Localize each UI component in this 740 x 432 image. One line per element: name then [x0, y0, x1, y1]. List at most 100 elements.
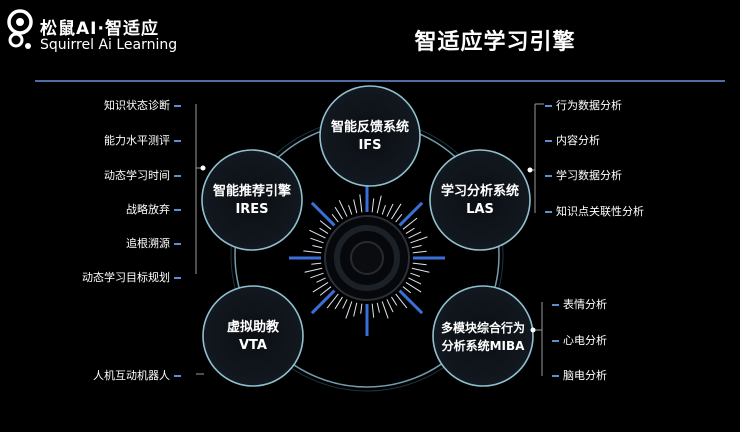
sunburst-ray [345, 301, 353, 319]
brand-logo: 松鼠AI·智适应 Squirrel Ai Learning [6, 8, 196, 60]
sunburst-ray [402, 217, 418, 230]
left-item-label: 战略放弃 [126, 203, 170, 216]
node-las-abbr: LAS [466, 202, 494, 217]
sunburst-ray [319, 286, 332, 296]
dash-icon [174, 105, 181, 107]
sunburst-ray [405, 282, 422, 293]
sunburst-ray [386, 299, 394, 313]
core-sunburst [289, 180, 445, 336]
dash-icon [545, 140, 552, 142]
sunburst-ray [395, 293, 408, 309]
core-ring-2 [334, 225, 400, 291]
node-miba-circle [432, 285, 534, 387]
node-las-circle [429, 149, 531, 251]
sunburst-ray [371, 198, 375, 213]
dash-icon [174, 375, 181, 377]
dash-icon [552, 340, 559, 342]
sunburst-ray [316, 277, 326, 283]
sunburst-ray [410, 236, 428, 244]
sunburst-ray [310, 289, 336, 315]
sunburst-ray [338, 200, 348, 217]
las-item: 学习数据分析 [541, 167, 622, 183]
las-item-label: 知识点关联性分析 [556, 205, 644, 218]
ring-dot [530, 327, 536, 333]
sunburst-ray [381, 301, 389, 319]
sunburst-ray [411, 245, 422, 249]
sunburst-ray [303, 250, 322, 254]
sunburst-ray [334, 206, 343, 220]
left-item: 动态学习目标规划 [82, 269, 185, 285]
sunburst-ray [310, 201, 336, 227]
miba-item-label: 表情分析 [563, 298, 607, 311]
sunburst-ray [386, 203, 394, 217]
vta-item: 人机互动机器人 [93, 367, 185, 383]
sunburst-ray [348, 204, 353, 215]
sunburst-ray [376, 302, 380, 313]
sunburst-ray [398, 201, 424, 227]
sunburst-ray [412, 250, 427, 254]
sunburst-ray [331, 213, 339, 223]
dash-icon [174, 209, 181, 211]
squirrel-logo-icon [7, 9, 33, 49]
node-ifs-circle [319, 85, 421, 187]
dash-icon [174, 243, 181, 245]
sunburst-ray [319, 227, 329, 234]
miba-item-label: 脑电分析 [563, 369, 607, 382]
node-ifs-name: 智能反馈系统 [330, 120, 409, 135]
miba-item-label: 心电分析 [563, 334, 607, 347]
las-item-label: 行为数据分析 [556, 99, 622, 112]
sunburst-ray [395, 213, 403, 223]
node-ifs-abbr: IFS [358, 138, 382, 153]
sunburst-ray [312, 282, 329, 293]
miba-item: 心电分析 [548, 332, 607, 348]
ring-dot [527, 167, 533, 173]
sunburst-ray [410, 272, 421, 277]
sunburst-ray [371, 303, 375, 318]
sunburst-ray [310, 272, 324, 279]
sunburst-ray [326, 293, 339, 309]
sunburst-ray [342, 299, 348, 309]
ring-dot [200, 165, 206, 171]
node-miba-name: 多模块综合行为 [440, 321, 525, 335]
sunburst-ray [376, 195, 382, 214]
node-vta: 虚拟助教 VTA [193, 319, 313, 355]
left-item: 知识状态诊断 [104, 97, 185, 113]
left-item-label: 动态学习时间 [104, 169, 170, 182]
las-item: 知识点关联性分析 [541, 203, 644, 219]
left-item: 追根溯源 [126, 235, 185, 251]
dash-icon [545, 211, 552, 213]
node-ires: 智能推荐引擎 IRES [192, 183, 312, 219]
sunburst-ray [304, 267, 323, 273]
sunburst-ray [353, 302, 358, 317]
sunburst-ray [405, 227, 415, 234]
sunburst-ray [391, 296, 398, 306]
sunburst-ray [391, 203, 402, 220]
dash-icon [552, 375, 559, 377]
dash-icon [174, 277, 181, 279]
node-vta-name: 虚拟助教 [226, 320, 279, 335]
left-item: 战略放弃 [126, 201, 185, 217]
sunburst-ray [412, 262, 427, 266]
left-item: 能力水平测评 [104, 132, 185, 148]
brand-name-cn: 松鼠AI·智适应 [40, 19, 159, 39]
sunburst-ray [359, 194, 363, 213]
sunburst-ray [353, 199, 358, 214]
node-vta-abbr: VTA [239, 338, 267, 353]
sunburst-ray [312, 245, 323, 249]
dash-icon [545, 105, 552, 107]
sunburst-ray [309, 229, 326, 239]
dash-icon [174, 140, 181, 142]
node-las-name: 学习分析系统 [440, 184, 519, 199]
node-vta-circle [202, 285, 304, 387]
node-ires-name: 智能推荐引擎 [212, 184, 291, 199]
sunburst-ray [402, 286, 412, 294]
left-item-label: 能力水平测评 [104, 134, 170, 147]
node-miba: 多模块综合行为 分析系统MIBA [423, 319, 543, 355]
sunburst-ray [360, 303, 363, 314]
las-item: 行为数据分析 [541, 97, 622, 113]
las-item-label: 内容分析 [556, 134, 600, 147]
node-ires-circle [201, 149, 303, 251]
sunburst-ray [311, 262, 322, 265]
sunburst-ray [398, 289, 424, 315]
brand-name-en: Squirrel Ai Learning [40, 37, 178, 53]
